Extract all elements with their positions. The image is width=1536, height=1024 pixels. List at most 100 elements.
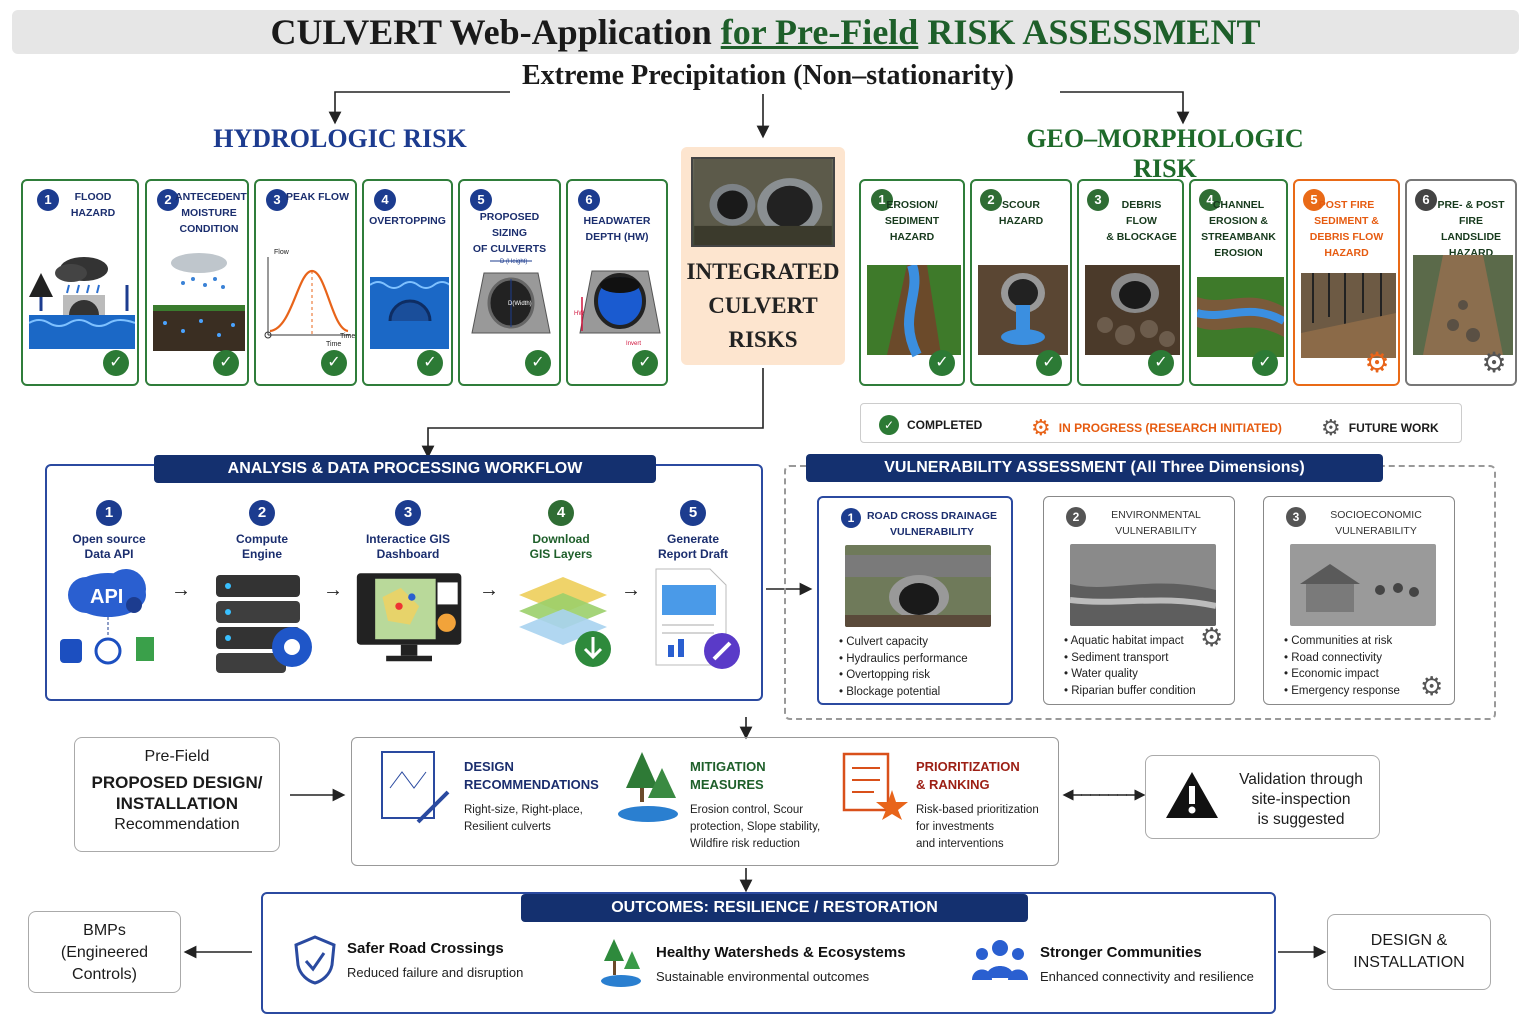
debris-illustration xyxy=(1085,265,1180,355)
erosion-illustration xyxy=(867,265,961,358)
recommendations-panel xyxy=(351,737,1059,866)
vuln-number: 3 xyxy=(1286,507,1306,527)
card-number: 5 xyxy=(470,189,492,211)
rec-mitigation-title: MITIGATION MEASURES xyxy=(690,759,766,792)
geo-card-erosion-sediment[interactable]: 1 EROSION/ SEDIMENT HAZARD ✓ xyxy=(859,179,965,386)
vuln-item: Water quality xyxy=(1064,666,1196,683)
vuln-list: Communities at riskRoad connectivityEcon… xyxy=(1284,633,1400,699)
channel-illustration xyxy=(1197,277,1284,357)
vuln-item: Riparian buffer condition xyxy=(1064,683,1195,700)
arrow-right-icon: → xyxy=(323,579,343,601)
geo-card-channel-erosion[interactable]: 4 CHANNEL EROSION & STREAMBANK EROSION ✓ xyxy=(1189,179,1288,386)
step-number: 5 xyxy=(680,500,706,526)
gear-icon: ⚙ xyxy=(1420,671,1444,701)
vuln-label: ENVIRONMENTAL VULNERABILITY xyxy=(1111,509,1201,537)
dim-mid: D(Width) xyxy=(508,301,532,307)
step-number: 3 xyxy=(395,500,421,526)
outcomes-panel xyxy=(261,892,1276,1014)
completed-icon: ✓ xyxy=(213,350,239,376)
legend-completed: ✓COMPLETED xyxy=(879,415,982,435)
plant-icon xyxy=(601,939,641,987)
shield-icon xyxy=(294,935,336,985)
future-gear-icon: ⚙ xyxy=(1481,347,1507,378)
step-number: 1 xyxy=(96,500,122,526)
api-text: API xyxy=(90,586,123,608)
geo-card-post-fire-sediment[interactable]: 5 POST FIRE SEDIMENT & DEBRIS FLOW HAZAR… xyxy=(1293,179,1400,386)
card-number: 6 xyxy=(578,189,600,211)
integrated-line1: INTEGRATED xyxy=(686,259,840,284)
vuln-number: 1 xyxy=(841,508,861,528)
design-blueprint-icon xyxy=(381,751,450,824)
arrow-right-icon: → xyxy=(479,579,499,601)
geo-card-landslide[interactable]: 6 PRE- & POST FIRE LANDSLIDE HAZARD ⚙ xyxy=(1405,179,1517,386)
title-part3: RISK ASSESSMENT xyxy=(918,12,1261,52)
gis-dashboard-icon xyxy=(356,573,462,662)
card-label: SCOUR HAZARD xyxy=(998,199,1044,227)
completed-icon: ✓ xyxy=(632,350,658,376)
card-number: 1 xyxy=(871,189,893,211)
hydrograph xyxy=(264,257,350,339)
checklist-star-icon xyxy=(842,752,908,820)
legend-future-label: FUTURE WORK xyxy=(1348,421,1439,435)
api-cloud-icon: API xyxy=(60,569,154,665)
rec-prioritization-title: PRIORITIZATION & RANKING xyxy=(916,759,1020,792)
card-number: 3 xyxy=(266,189,288,211)
rec-mitigation: MITIGATION MEASURES Erosion control, Sco… xyxy=(690,758,820,853)
culvert-sizing-illustration xyxy=(471,260,551,334)
step-label: Open source Data API xyxy=(72,532,146,561)
vuln-item: Hydraulics performance xyxy=(839,651,967,668)
prefield-recommendation-box: Pre-Field PROPOSED DESIGN/ INSTALLATION … xyxy=(74,737,280,852)
hydro-card-headwater-depth[interactable]: 6 HEADWATER DEPTH (HW) HW Invert ✓ xyxy=(566,179,668,386)
vuln-item: Economic impact xyxy=(1284,666,1400,683)
hydro-card-antecedent-moisture[interactable]: 2 ANTECEDENT MOISTURE CONDITION ✓ xyxy=(145,179,249,386)
graph-y-label: Flow xyxy=(274,249,289,256)
geo-card-debris-flow[interactable]: 3 DEBRIS FLOW & BLOCKAGE ✓ xyxy=(1077,179,1184,386)
graph-x-label: Time xyxy=(340,333,356,340)
server-gear-icon xyxy=(216,575,312,673)
hydro-card-proposed-sizing[interactable]: 5 PROPOSED SIZING OF CULVERTS D (Height)… xyxy=(458,179,561,386)
card-number: 4 xyxy=(374,189,396,211)
hydro-card-peak-flow[interactable]: 3 PEAK FLOW Flow Time Time ✓ xyxy=(254,179,357,386)
completed-icon: ✓ xyxy=(525,350,551,376)
integrated-line2: CULVERT xyxy=(708,293,818,318)
in-progress-gear-icon: ⚙ xyxy=(1364,347,1390,378)
dim-invert: Invert xyxy=(626,341,642,347)
vuln-item: Emergency response xyxy=(1284,683,1400,700)
integrated-culvert-risks[interactable]: INTEGRATED CULVERT RISKS xyxy=(681,147,845,365)
card-number: 6 xyxy=(1415,189,1437,211)
geomorphic-risk-title: GEO–MORPHOLOGIC RISK xyxy=(1026,124,1304,183)
vuln-item: Blockage potential xyxy=(839,684,968,701)
vuln-list: Culvert capacityHydraulics performanceOv… xyxy=(839,634,968,701)
step-label: Download GIS Layers xyxy=(529,532,593,561)
report-draft-icon xyxy=(655,568,740,669)
rec-design-text: Right-size, Right-place, Resilient culve… xyxy=(464,804,583,833)
hydro-card-flood-hazard[interactable]: 1 FLOOD HAZARD ✓ xyxy=(21,179,139,386)
prefield-line1: Pre-Field xyxy=(144,748,210,765)
moisture-illustration xyxy=(153,253,245,351)
vuln-card-environmental[interactable]: 2 ENVIRONMENTAL VULNERABILITY Aquatic ha… xyxy=(1043,496,1235,705)
step-label: Generate Report Draft xyxy=(657,532,728,561)
page-title: CULVERT Web-Application for Pre-Field RI… xyxy=(12,10,1519,54)
legend-in-progress-label: IN PROGRESS (RESEARCH INITIATED) xyxy=(1058,421,1282,435)
card-number: 3 xyxy=(1087,189,1109,211)
title-part2: for Pre-Field xyxy=(720,12,919,52)
card-label: POST FIRE SEDIMENT & DEBRIS FLOW HAZARD xyxy=(1309,199,1384,259)
headwater-illustration xyxy=(579,270,661,334)
outcome-text: Sustainable environmental outcomes xyxy=(656,969,870,984)
geo-card-scour[interactable]: 2 SCOUR HAZARD ✓ xyxy=(970,179,1072,386)
integrated-label: INTEGRATED CULVERT RISKS xyxy=(681,255,845,357)
hydrologic-risk-title: HYDROLOGIC RISK xyxy=(213,124,467,153)
outcome-text: Reduced failure and disruption xyxy=(347,965,524,980)
vuln-card-socioeconomic[interactable]: 3 SOCIOECONOMIC VULNERABILITY Communitie… xyxy=(1263,496,1455,705)
hydro-card-overtopping[interactable]: 4 OVERTOPPING ✓ xyxy=(362,179,453,386)
scour-illustration xyxy=(978,265,1068,355)
vuln-card-road-cross-drainage[interactable]: 1 ROAD CROSS DRAINAGE VULNERABILITY Culv… xyxy=(817,496,1013,705)
